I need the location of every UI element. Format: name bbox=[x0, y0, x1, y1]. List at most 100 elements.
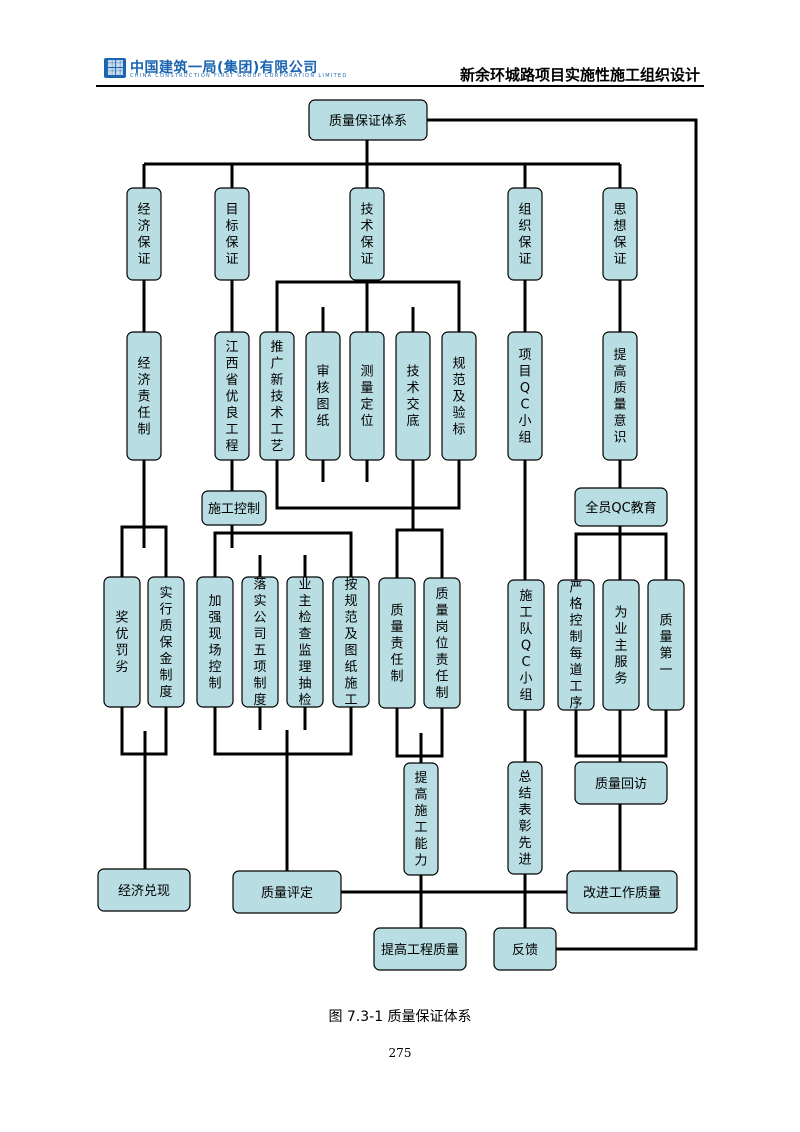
node-box bbox=[647, 579, 685, 711]
node-org: 组织保证 bbox=[507, 187, 543, 281]
node-tech-brief: 技术交底 bbox=[395, 331, 431, 461]
connector-line bbox=[574, 532, 668, 580]
node-box bbox=[493, 927, 557, 971]
node-box bbox=[241, 576, 279, 708]
node-box bbox=[308, 99, 428, 141]
node-econ-cash: 经济兑现 bbox=[97, 868, 191, 912]
node-post-resp: 质量岗位责任制 bbox=[423, 577, 461, 709]
node-box bbox=[423, 577, 461, 709]
node-box bbox=[332, 576, 370, 708]
connector-line bbox=[213, 707, 353, 756]
node-label: 全员QC教育 bbox=[585, 500, 656, 516]
node-box bbox=[441, 331, 477, 461]
node-raise-aware: 提高质量意识 bbox=[602, 331, 638, 461]
node-label: 质量第一 bbox=[659, 614, 672, 679]
company-logo-icon: ▦▦ ▦▦ bbox=[104, 58, 126, 78]
connector-line bbox=[275, 460, 461, 510]
node-box bbox=[507, 579, 545, 711]
node-label: 加强现场控制 bbox=[208, 594, 221, 692]
node-label: 实行质保金制度 bbox=[159, 586, 172, 700]
figure-caption: 图 7.3-1 质量保证体系 bbox=[328, 1009, 472, 1025]
node-box bbox=[507, 187, 543, 281]
node-box bbox=[602, 579, 640, 711]
node-box bbox=[305, 331, 341, 461]
node-label: 质量回访 bbox=[595, 777, 647, 792]
node-label: 严格控制每道工序 bbox=[569, 581, 582, 712]
node-label: 总结表彰先进 bbox=[518, 770, 531, 868]
node-box bbox=[103, 576, 141, 708]
node-label: 目标保证 bbox=[225, 203, 238, 268]
node-box bbox=[378, 577, 416, 709]
node-goal: 目标保证 bbox=[214, 187, 250, 281]
node-new-tech: 推广新技术工艺 bbox=[259, 331, 295, 461]
node-box bbox=[259, 331, 295, 461]
document-title: 新余环城路项目实施性施工组织设计 bbox=[459, 66, 700, 84]
node-label: 技术交底 bbox=[406, 365, 419, 430]
node-spec-acc: 规范及验标 bbox=[441, 331, 477, 461]
node-quality-first: 质量第一 bbox=[647, 579, 685, 711]
node-box bbox=[557, 579, 595, 711]
node-survey: 测量定位 bbox=[349, 331, 385, 461]
node-box bbox=[373, 927, 467, 971]
node-field-ctrl: 加强现场控制 bbox=[196, 576, 234, 708]
node-label: 推广新技术工艺 bbox=[270, 340, 283, 454]
node-reward: 奖优罚劣 bbox=[103, 576, 141, 708]
node-box bbox=[574, 761, 668, 805]
node-label: 按规范及图纸施工 bbox=[344, 578, 357, 709]
node-econ-resp: 经济责任制 bbox=[126, 331, 162, 461]
node-label: 质量岗位责任制 bbox=[435, 587, 448, 701]
node-box bbox=[201, 490, 267, 526]
node-box bbox=[507, 331, 543, 461]
node-label: 落实公司五项制度 bbox=[253, 578, 266, 709]
node-label: 施工控制 bbox=[208, 502, 260, 517]
connector-line bbox=[120, 525, 168, 577]
node-five-sys: 落实公司五项制度 bbox=[241, 576, 279, 709]
node-box bbox=[566, 870, 678, 914]
node-serve-owner: 为业主服务 bbox=[602, 579, 640, 711]
node-tech: 技术保证 bbox=[349, 187, 385, 281]
node-label: 质量责任制 bbox=[390, 603, 403, 684]
node-label: 思想保证 bbox=[613, 203, 626, 268]
node-q-eval: 质量评定 bbox=[232, 870, 342, 914]
node-jx-project: 江西省优良工程 bbox=[214, 331, 250, 461]
page-number: 275 bbox=[388, 1046, 412, 1060]
node-deposit: 实行质保金制度 bbox=[147, 576, 185, 708]
node-box bbox=[349, 187, 385, 281]
node-summary: 总结表彰先进 bbox=[507, 761, 543, 875]
node-box bbox=[232, 870, 342, 914]
node-qc-edu: 全员QC教育 bbox=[574, 487, 668, 527]
node-box bbox=[126, 331, 162, 461]
node-label: 奖优罚劣 bbox=[115, 611, 128, 676]
node-label: 经济保证 bbox=[137, 203, 150, 268]
connector-line bbox=[213, 531, 353, 577]
node-box bbox=[574, 487, 668, 527]
node-label: 质量保证体系 bbox=[329, 114, 407, 129]
node-econ: 经济保证 bbox=[126, 187, 162, 281]
node-improve-eng: 提高工程质量 bbox=[373, 927, 467, 971]
connector-line bbox=[275, 280, 461, 332]
node-label: 测量定位 bbox=[360, 365, 373, 430]
node-box bbox=[403, 762, 439, 876]
node-revisit: 质量回访 bbox=[574, 761, 668, 805]
node-by-spec: 按规范及图纸施工 bbox=[332, 576, 370, 709]
node-label: 质量评定 bbox=[261, 886, 313, 901]
node-owner-check: 业主检查监理抽检 bbox=[286, 576, 324, 708]
node-box bbox=[214, 187, 250, 281]
node-ideo: 思想保证 bbox=[602, 187, 638, 281]
company-name-cn: 中国建筑一局(集团)有限公司 bbox=[130, 60, 318, 76]
node-feedback: 反馈 bbox=[493, 927, 557, 971]
node-label: 提高质量意识 bbox=[613, 347, 626, 446]
node-q-resp: 质量责任制 bbox=[378, 577, 416, 709]
node-box bbox=[214, 331, 250, 461]
node-label: 经济兑现 bbox=[118, 884, 170, 899]
node-label: 为业主服务 bbox=[614, 605, 627, 686]
node-box bbox=[147, 576, 185, 708]
connector-line bbox=[395, 528, 444, 578]
node-box bbox=[97, 868, 191, 912]
node-label: 技术保证 bbox=[360, 203, 373, 268]
node-box bbox=[126, 187, 162, 281]
